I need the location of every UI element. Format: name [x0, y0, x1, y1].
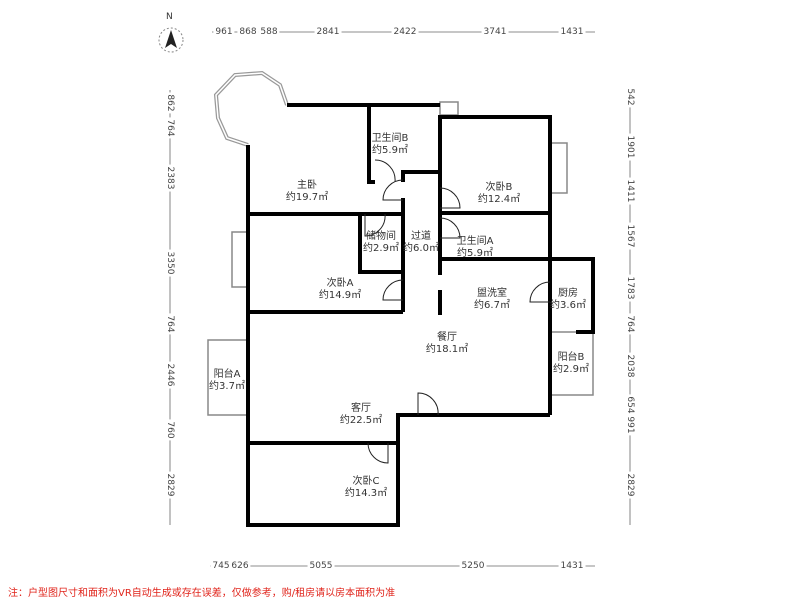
room-name: 次卧C — [352, 476, 380, 487]
dim-top: 2422 — [391, 27, 419, 37]
dim-left: 862 — [165, 92, 175, 114]
compass-icon — [158, 27, 184, 53]
dim-top: 868 — [237, 27, 259, 37]
room-dining: 餐厅约18.1㎡ — [426, 332, 468, 356]
room-area: 约2.9㎡ — [553, 364, 589, 375]
doors — [364, 159, 551, 464]
dim-right: 1783 — [625, 274, 635, 302]
dim-bottom: 5250 — [459, 561, 487, 571]
dim-left: 760 — [165, 419, 175, 441]
dim-left: 764 — [165, 313, 175, 335]
room-name: 主卧 — [296, 180, 317, 191]
dim-top: 1431 — [558, 27, 586, 37]
room-corridor: 过道约6.0㎡ — [403, 231, 439, 255]
room-area: 约6.7㎡ — [474, 300, 510, 311]
dim-bottom: 5055 — [307, 561, 335, 571]
room-name: 储物间 — [366, 231, 396, 242]
room-name: 客厅 — [350, 403, 371, 414]
room-name: 阳台A — [213, 369, 241, 380]
dim-right: 542 — [625, 86, 635, 108]
room-name: 盥洗室 — [477, 288, 507, 299]
dim-top: 588 — [258, 27, 280, 37]
walls — [246, 103, 595, 527]
dim-right: 1567 — [625, 222, 635, 250]
dim-right: 2829 — [625, 471, 635, 499]
room-name: 次卧A — [326, 278, 354, 289]
dim-right: 991 — [625, 414, 635, 436]
dim-right: 1411 — [625, 177, 635, 205]
room-area: 约3.7㎡ — [209, 381, 245, 392]
room-area: 约14.9㎡ — [318, 290, 362, 301]
disclaimer-text: 注：户型图尺寸和面积为VR自动生成或存在误差，仅做参考，购/租房请以房本面积为准 — [8, 588, 396, 599]
room-name: 卫生间A — [456, 236, 494, 247]
dim-top: 3741 — [481, 27, 509, 37]
room-area: 约2.9㎡ — [363, 243, 399, 254]
dim-bottom: 1431 — [558, 561, 586, 571]
room-area: 约12.4㎡ — [477, 194, 521, 205]
dim-right: 2038 — [625, 352, 635, 380]
dim-left: 2383 — [165, 164, 175, 192]
dim-left: 2829 — [165, 471, 175, 499]
dim-right: 764 — [625, 313, 635, 335]
room-area: 约18.1㎡ — [425, 344, 469, 355]
room-area: 约5.9㎡ — [372, 145, 408, 156]
dim-bottom: 745 — [210, 561, 232, 571]
room-area: 约22.5㎡ — [339, 415, 383, 426]
room-storage: 储物间约2.9㎡ — [363, 231, 399, 255]
room-name: 厨房 — [558, 288, 578, 299]
room-area: 约14.3㎡ — [344, 488, 388, 499]
room-laundry: 盥洗室约6.7㎡ — [474, 288, 510, 312]
room-name: 卫生间B — [371, 133, 409, 144]
room-living: 客厅约22.5㎡ — [340, 403, 382, 427]
dim-left: 3350 — [165, 249, 175, 277]
room-name: 次卧B — [485, 182, 513, 193]
dim-left: 2446 — [165, 361, 175, 389]
room-area: 约19.7㎡ — [285, 192, 329, 203]
room-name: 餐厅 — [436, 332, 457, 343]
room-name: 阳台B — [557, 352, 585, 363]
room-area: 约3.6㎡ — [550, 300, 586, 311]
room-area: 约6.0㎡ — [403, 243, 439, 254]
room-kitchen: 厨房约3.6㎡ — [550, 288, 586, 312]
room-name: 过道 — [411, 231, 431, 242]
dim-top: 2841 — [314, 27, 342, 37]
room-master-bedroom: 主卧约19.7㎡ — [286, 180, 328, 204]
dim-top: 961 — [213, 27, 235, 37]
dim-left: 764 — [165, 117, 175, 139]
room-area: 约5.9㎡ — [457, 248, 493, 259]
compass-label: N — [166, 12, 173, 22]
dim-right: 1901 — [625, 133, 635, 161]
dim-right: 654 — [625, 394, 635, 416]
dim-bottom: 626 — [229, 561, 251, 571]
